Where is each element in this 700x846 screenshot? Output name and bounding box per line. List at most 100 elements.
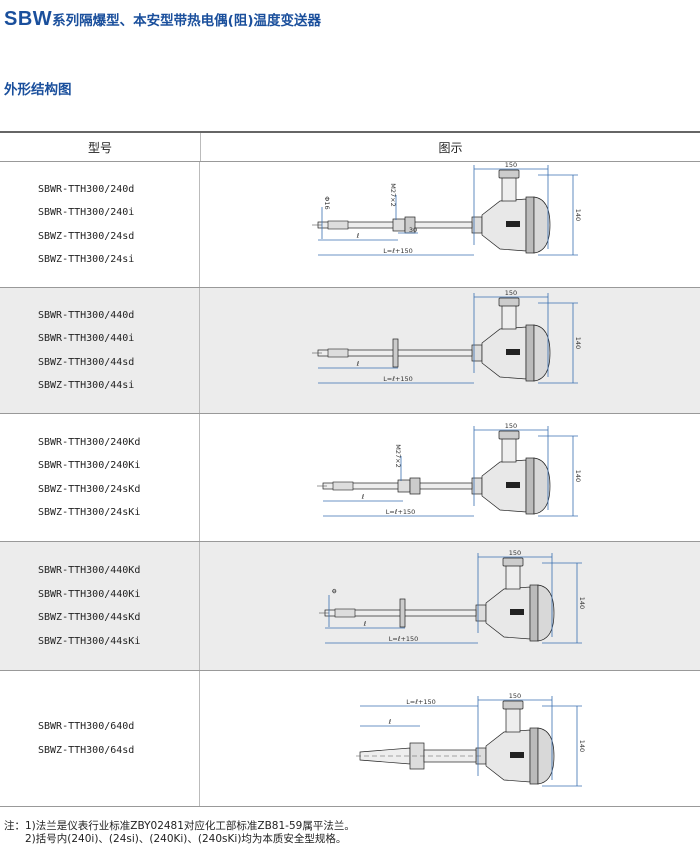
model-code: SBWZ-TTH300/44si [38,380,135,391]
dim-thread-label: M27×2 [389,183,397,206]
model-code: SBWZ-TTH300/64sd [38,744,135,756]
nameplate [510,609,524,615]
notes: 注：1)法兰是仪表行业标准ZBY02481对应化工部标准ZB81-59属平法兰。… [4,820,355,846]
gland-nut [498,297,520,307]
head-neck [471,344,483,362]
cover-ring [525,457,535,515]
nameplate [510,752,524,758]
model-code: SBWZ-TTH300/44sKd [38,612,141,623]
head-neck [475,604,487,622]
cover [533,324,551,382]
dim-len-label: ℓ [357,232,360,240]
dim-width-label: 150 [509,549,521,557]
dim-thread-label: M27×2 [394,444,402,467]
dim-width-label: 150 [509,692,521,700]
nameplate [506,482,520,488]
dim-len-label: ℓ [357,360,360,368]
cable-entry [505,707,521,733]
page-title: SBW系列隔爆型、本安型带热电偶(阻)温度变送器 [4,8,321,31]
header-figure: 图示 [438,140,463,155]
dim-height-label: 140 [574,337,582,349]
dim-len-label: ℓ [389,718,392,726]
model-code: SBWR-TTH300/440Ki [38,588,141,600]
cover-ring [525,324,535,382]
model-code: SBWR-TTH300/440d [38,309,135,321]
sensor-tip [334,608,356,618]
dim-total-label: L=ℓ+150 [389,635,419,643]
model-code: SBWZ-TTH300/24sKi [38,507,141,518]
cable-entry [501,304,517,330]
dim-nut-label: 30 [409,226,417,234]
dim-total-label: L=ℓ+150 [386,508,416,516]
head-neck [471,477,483,495]
hex-nut [409,477,421,495]
section-heading: 外形结构图 [4,82,72,98]
gland-nut [502,700,524,710]
cable-entry [501,176,517,202]
cover-ring [529,727,539,785]
model-code: SBWZ-TTH300/24sKd [38,483,141,495]
model-code: SBWR-TTH300/240Kd [38,436,141,448]
head-neck [471,216,483,234]
dim-width-label: 150 [505,162,517,169]
nameplate [506,349,520,355]
cable-entry [501,437,517,463]
drawing-svg: 150 140 L=ℓ+150 ℓ [356,692,586,787]
dim-len-label: ℓ [362,493,365,501]
gland-nut [502,557,524,567]
dim-len-label: ℓ [364,620,367,628]
cable-entry [505,564,521,590]
title-text: 系列隔爆型、本安型带热电偶(阻)温度变送器 [52,13,322,29]
dim-height-label: 140 [578,740,586,752]
cover [537,727,555,785]
header-model: 型号 [0,133,201,161]
cover-ring [525,196,535,254]
title-brand: SBW [4,8,53,30]
flange [399,598,406,628]
gland-nut [498,430,520,440]
cover [533,196,551,254]
dim-width-label: 150 [505,422,517,430]
dim-height-label: 140 [578,597,586,609]
model-code: SBWR-TTH300/240d [38,183,135,195]
sensor-tip [327,220,349,230]
model-code: SBWR-TTH300/640d [38,721,135,732]
dim-total-label: L=ℓ+150 [383,247,413,255]
dim-total-label: L=ℓ+150 [383,375,413,383]
note-2: 2)括号内(240i)、(24si)、(240Ki)、(240sKi)均为本质安… [25,833,347,845]
table-header: 型号 图示 [0,131,700,162]
dim-total-label: L=ℓ+150 [406,698,436,706]
model-code: SBWR-TTH300/240Ki [38,460,141,471]
cover [537,584,555,642]
flange [392,338,399,368]
cover [533,457,551,515]
model-code: SBWR-TTH300/440i [38,333,135,344]
gland-nut [498,169,520,179]
dim-dia-label: Φ [330,588,338,593]
model-code: SBWZ-TTH300/24si [38,254,135,265]
dim-dia-label: Φ16 [323,196,331,209]
dimension-drawing: 150 140 L=ℓ+150 ℓ [200,671,700,806]
model-code: SBWR-TTH300/440Kd [38,565,141,576]
cover-ring [529,584,539,642]
dim-width-label: 150 [505,289,517,297]
dim-height-label: 140 [574,470,582,482]
